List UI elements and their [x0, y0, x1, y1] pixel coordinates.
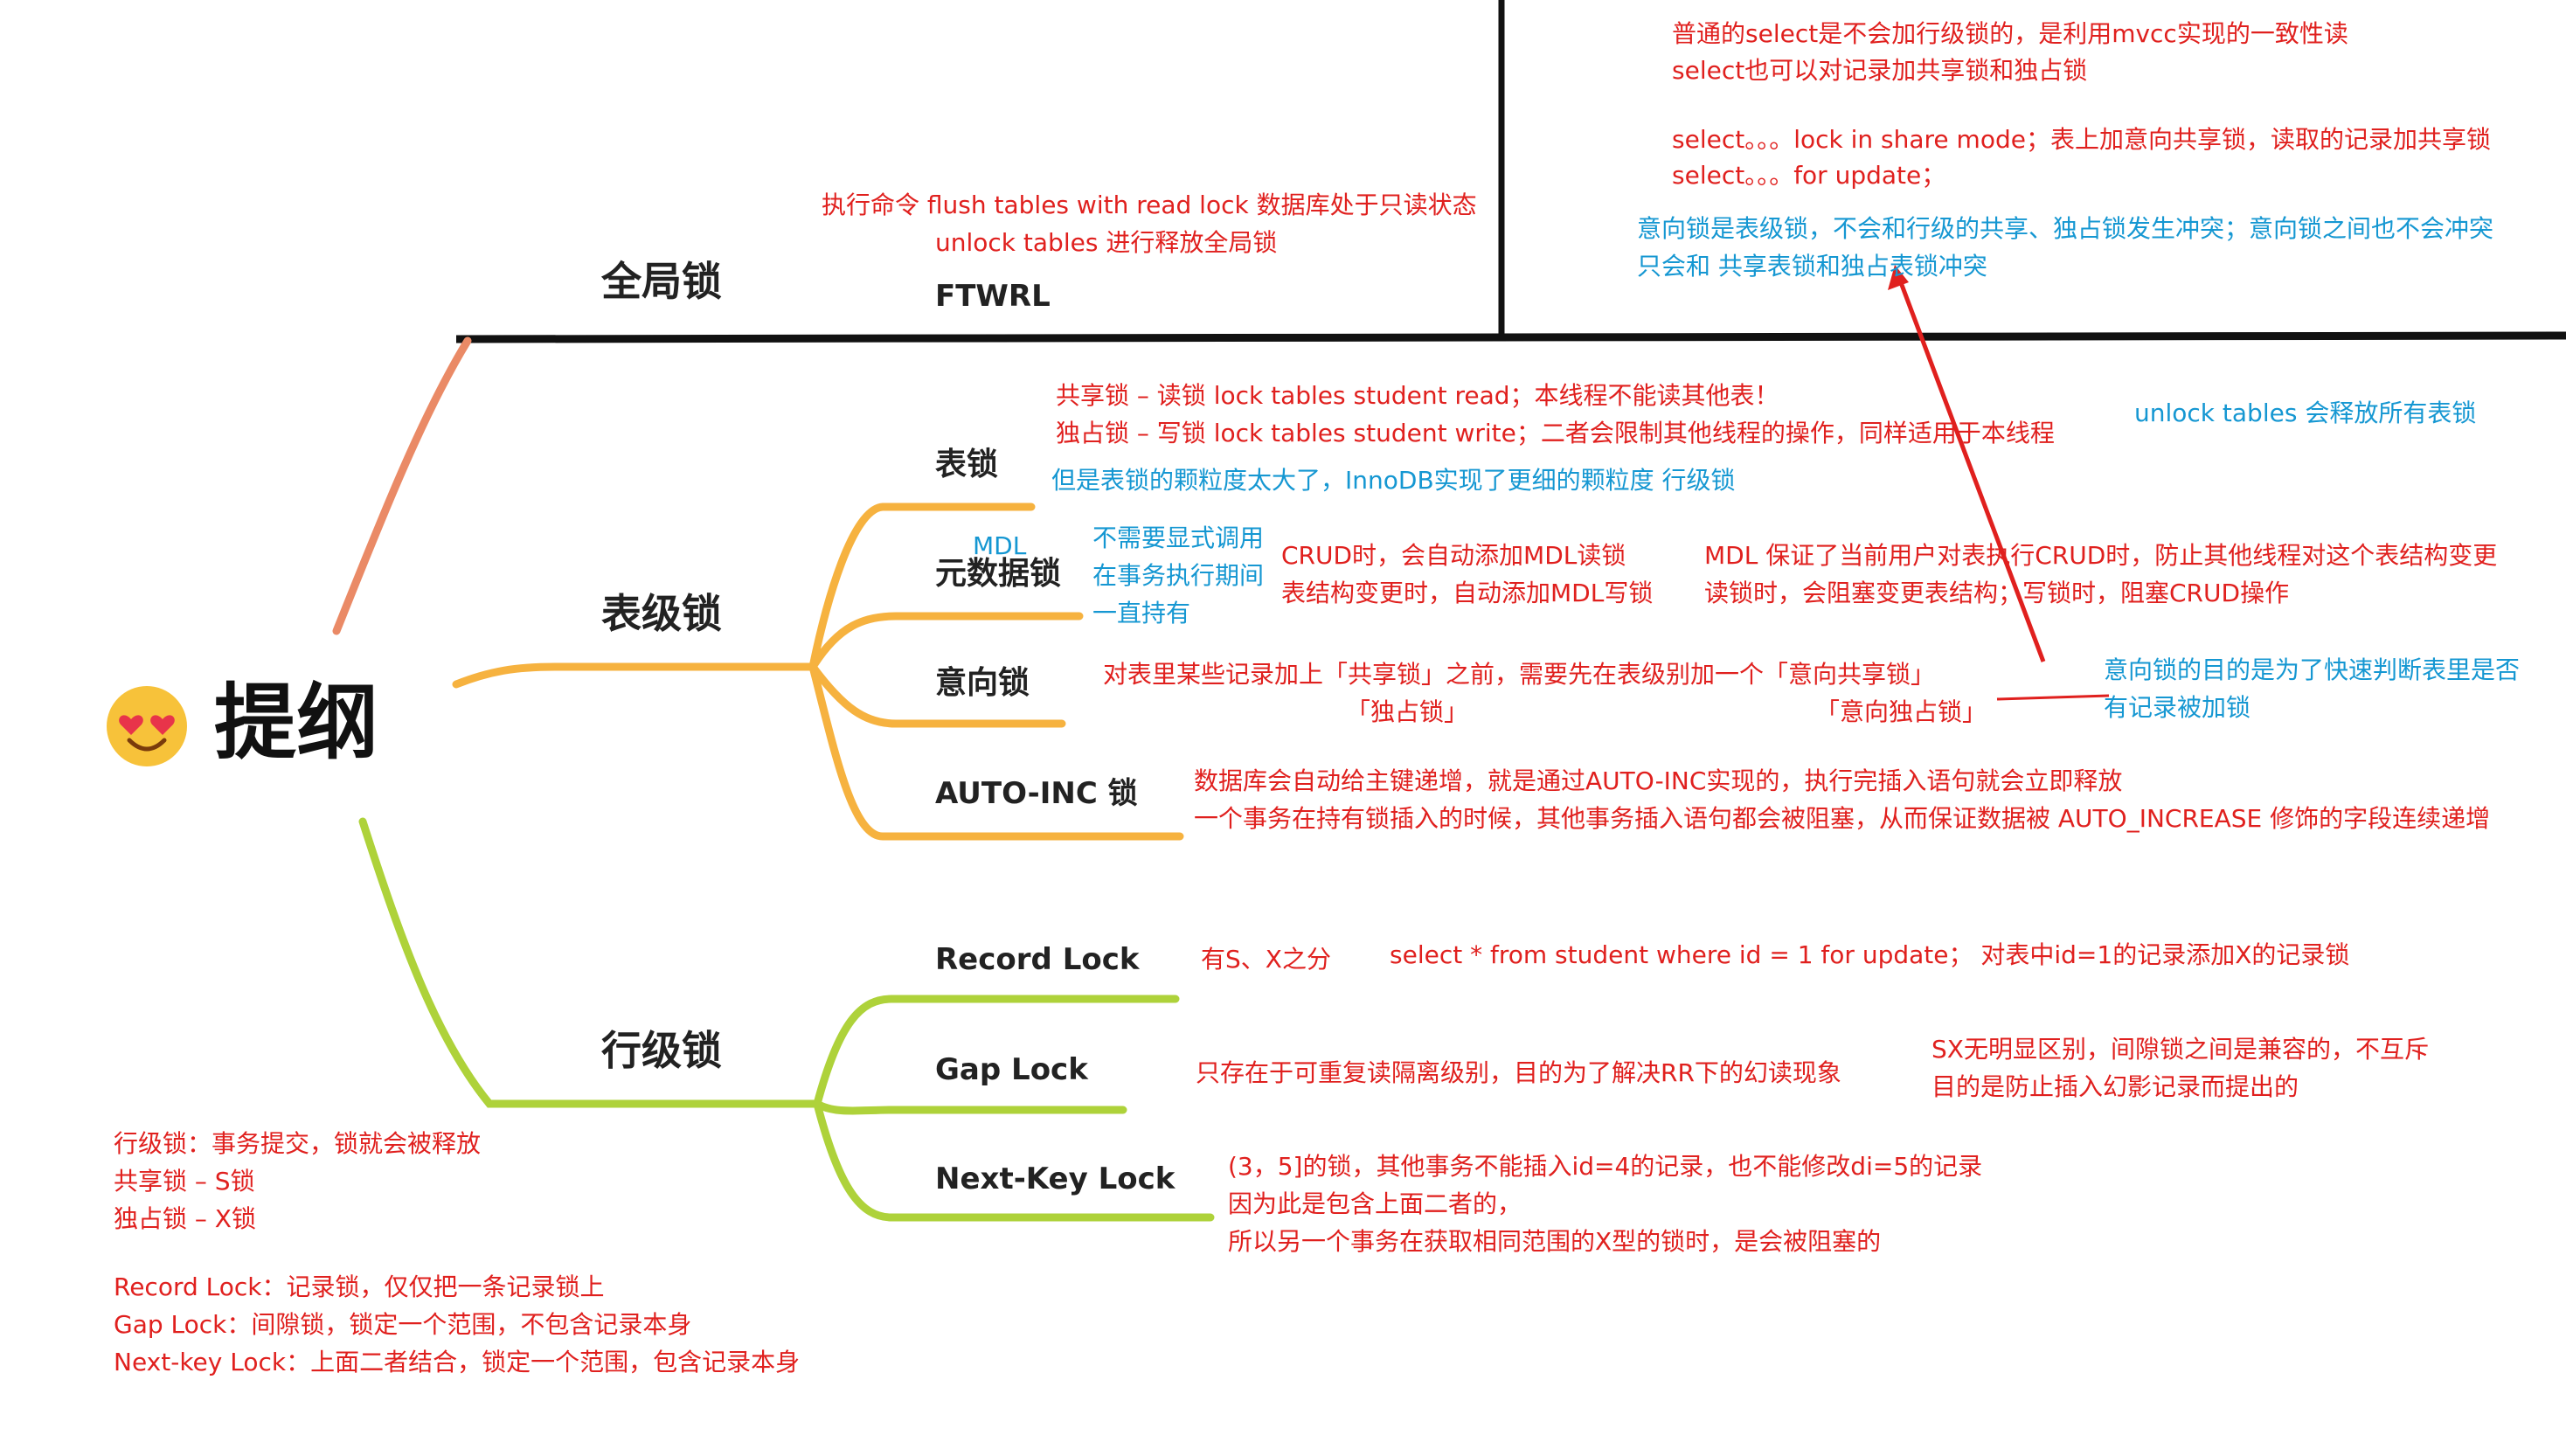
- note-summary-3: Next-key Lock：上面二者结合，锁定一个范围，包含记录本身: [114, 1348, 801, 1376]
- note-summary-2: Gap Lock：间隙锁，锁定一个范围，不包含记录本身: [114, 1310, 692, 1339]
- note-mvcc-4: select。。。for update；: [1672, 161, 1946, 190]
- note-table-lock-2: 独占锁 – 写锁 lock tables student write；二者会限制…: [1056, 419, 2055, 447]
- branch-table-intent: [808, 662, 1066, 728]
- note-gap-3: 目的是防止插入幻影记录而提出的: [1931, 1072, 2299, 1101]
- node-metadata-lock: 元数据锁: [935, 556, 1062, 592]
- node-autoinc-lock: AUTO-INC 锁: [935, 776, 1138, 811]
- note-record-example: select * from student where id = 1 for u…: [1390, 940, 2350, 969]
- root-title: 提纲: [214, 676, 379, 771]
- note-nextkey-1: (3，5]的锁，其他事务不能插入id=4的记录，也不能修改di=5的记录: [1228, 1152, 1983, 1181]
- note-row-release-1: 行级锁：事务提交，锁就会被释放: [114, 1129, 482, 1158]
- note-nextkey-3: 所以另一个事务在获取相同范围的X型的锁时，是会被阻塞的: [1228, 1227, 1882, 1256]
- node-record-lock: Record Lock: [935, 942, 1140, 977]
- note-record-sx: 有S、X之分: [1201, 945, 1331, 974]
- note-nextkey-2: 因为此是包含上面二者的，: [1228, 1189, 1522, 1218]
- note-mdl-guarantee-1: MDL 保证了当前用户对表执行CRUD时，防止其他线程对这个表结构变更: [1704, 541, 2498, 570]
- branch-table-autoinc: [808, 662, 1184, 841]
- note-mdl-guarantee-2: 读锁时，会阻塞变更表结构；写锁时，阻塞CRUD操作: [1704, 579, 2290, 607]
- note-mvcc-1: 普通的select是不会加行级锁的，是利用mvcc实现的一致性读: [1672, 19, 2348, 48]
- note-gap-1: 只存在于可重复读隔离级别，目的为了解决RR下的幻读现象: [1196, 1058, 1841, 1087]
- note-unlock-all: unlock tables 会释放所有表锁: [2134, 399, 2477, 427]
- branch-table-trunk: [452, 662, 817, 689]
- node-ftwrl: FTWRL: [935, 279, 1051, 314]
- branch-global: [332, 336, 472, 635]
- note-mdl-crud-2: 表结构变更时，自动添加MDL写锁: [1281, 579, 1654, 607]
- note-gap-2: SX无明显区别，间隙锁之间是兼容的，不互斥: [1931, 1035, 2429, 1064]
- arrow-connector: [1996, 694, 2110, 701]
- note-mdl-blue-1: 不需要显式调用: [1092, 523, 1265, 552]
- note-mdl-blue-3: 一直持有: [1092, 599, 1191, 627]
- note-mvcc-3: select。。。lock in share mode；表上加意向共享锁，读取的…: [1672, 125, 2491, 154]
- note-autoinc-2: 一个事务在持有锁插入的时候，其他事务插入语句都会被阻塞，从而保证数据被 AUTO…: [1194, 804, 2491, 833]
- branch-row-nextkey: [813, 1099, 1215, 1222]
- node-biaosuo: 表锁: [935, 447, 999, 482]
- arrow-line: [1897, 277, 2046, 662]
- branch-table-biaosuo: [808, 503, 1036, 671]
- note-intent-2: 「独占锁」: [1346, 697, 1469, 726]
- branch-row-trunk: [358, 817, 822, 1108]
- note-mdl-crud-1: CRUD时，会自动添加MDL读锁: [1281, 541, 1626, 570]
- divider-horizontal: [455, 331, 2566, 343]
- node-intent-lock: 意向锁: [935, 665, 1030, 701]
- arrow-head: [1888, 265, 1909, 290]
- node-gap-lock: Gap Lock: [935, 1052, 1088, 1087]
- note-autoinc-1: 数据库会自动给主键递增，就是通过AUTO-INC实现的，执行完插入语句就会立即释…: [1194, 766, 2123, 795]
- note-mvcc-2: select也可以对记录加共享锁和独占锁: [1672, 56, 2088, 85]
- note-row-release-3: 独占锁 – X锁: [114, 1204, 256, 1233]
- note-granularity: 但是表锁的颗粒度太大了，InnoDB实现了更细的颗粒度 行级锁: [1051, 466, 1736, 495]
- note-row-release-2: 共享锁 – S锁: [114, 1167, 255, 1196]
- heart-eyes-emoji-icon: [107, 686, 187, 766]
- note-intent-blue-2: 只会和 共享表锁和独占表锁冲突: [1637, 252, 1987, 281]
- note-intent-purpose-1: 意向锁的目的是为了快速判断表里是否: [2104, 655, 2521, 684]
- branch-row-gap: [813, 1099, 1127, 1115]
- branch-row-record: [813, 995, 1180, 1108]
- note-summary-1: Record Lock：记录锁，仅仅把一条记录锁上: [114, 1272, 605, 1301]
- note-ftwrl-1: 执行命令 flush tables with read lock 数据库处于只读…: [822, 191, 1477, 219]
- note-table-lock-1: 共享锁 – 读锁 lock tables student read；本线程不能读…: [1056, 381, 1779, 410]
- node-global-lock: 全局锁: [601, 258, 722, 305]
- branch-table-mdl: [808, 612, 1084, 671]
- node-table-lock: 表级锁: [601, 590, 722, 637]
- note-intent-3: 「意向独占锁」: [1815, 697, 1987, 726]
- note-ftwrl-2: unlock tables 进行释放全局锁: [935, 228, 1278, 257]
- note-mdl-blue-2: 在事务执行期间: [1092, 561, 1265, 590]
- note-intent-purpose-2: 有记录被加锁: [2104, 693, 2251, 722]
- note-intent-1: 对表里某些记录加上「共享锁」之前，需要先在表级别加一个「意向共享锁」: [1103, 660, 1936, 689]
- note-intent-blue-1: 意向锁是表级锁，不会和行级的共享、独占锁发生冲突；意向锁之间也不会冲突: [1637, 214, 2494, 243]
- node-next-key-lock: Next-Key Lock: [935, 1161, 1176, 1196]
- mdl-abbr-label: MDL: [973, 531, 1027, 560]
- node-row-lock: 行级锁: [601, 1027, 722, 1074]
